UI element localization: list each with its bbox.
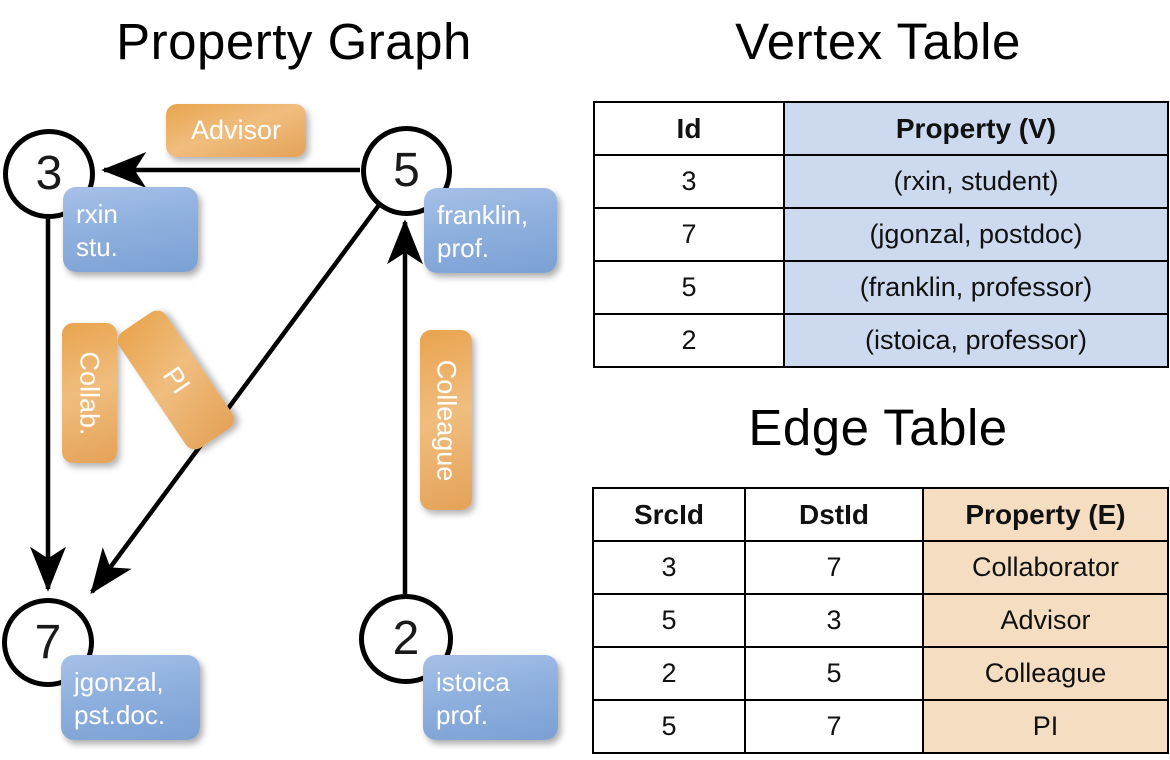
- edge-label-collab: Collab.: [75, 350, 106, 436]
- vertex-property-box-2[interactable]: istoica prof.: [423, 655, 558, 740]
- edge-property-box-collab[interactable]: Collab.: [62, 323, 117, 463]
- edge-arrow-pi: [90, 199, 384, 595]
- table-row[interactable]: 5 7 PI: [592, 699, 1169, 754]
- vertex-table-header-row: Id Property (V): [593, 101, 1169, 156]
- edge-cell-property: Colleague: [922, 646, 1169, 701]
- vertex-table-header-id: Id: [593, 101, 785, 156]
- vertex-cell-id: 3: [593, 154, 785, 209]
- page-title-edge-table: Edge Table: [748, 399, 1008, 456]
- vertex-cell-property: (franklin, professor): [783, 260, 1169, 315]
- edge-cell-dstid: 5: [744, 646, 924, 701]
- vertex-cell-id: 2: [593, 313, 785, 368]
- table-row[interactable]: 5 3 Advisor: [592, 593, 1169, 648]
- table-row[interactable]: 5 (franklin, professor): [593, 260, 1169, 315]
- graph-node-2-id: 2: [392, 612, 420, 665]
- vertex-cell-id: 5: [593, 260, 785, 315]
- table-row[interactable]: 2 5 Colleague: [592, 646, 1169, 701]
- page-title-property-graph: Property Graph: [116, 13, 472, 70]
- table-row[interactable]: 7 (jgonzal, postdoc): [593, 207, 1169, 262]
- edge-cell-srcid: 5: [592, 699, 746, 754]
- vertex-table-header-property: Property (V): [783, 101, 1169, 156]
- graph-edges-svg: [30, 152, 423, 595]
- vertex-table: Id Property (V) 3 (rxin, student) 7 (jgo…: [593, 101, 1169, 368]
- property-graph-diagram: 3 5 7 2 rxin stu. franklin, prof. jgonza…: [2, 104, 558, 740]
- edge-cell-srcid: 5: [592, 593, 746, 648]
- edge-table-header-srcid: SrcId: [592, 487, 746, 542]
- edge-property-box-colleague[interactable]: Colleague: [420, 330, 472, 510]
- graph-node-3-id: 3: [35, 147, 63, 200]
- graph-node-5-id: 5: [393, 144, 420, 197]
- edge-cell-dstid: 7: [744, 540, 924, 595]
- edge-table-header-property: Property (E): [922, 487, 1169, 542]
- page-title-vertex-table: Vertex Table: [735, 13, 1021, 70]
- graph-node-2[interactable]: 2: [359, 594, 453, 684]
- vertex-property-box-3[interactable]: rxin stu.: [63, 187, 198, 272]
- table-row[interactable]: 3 7 Collaborator: [592, 540, 1169, 595]
- edge-cell-srcid: 3: [592, 540, 746, 595]
- edge-cell-property: Advisor: [922, 593, 1169, 648]
- table-row[interactable]: 3 (rxin, student): [593, 154, 1169, 209]
- vertex-cell-property: (jgonzal, postdoc): [783, 207, 1169, 262]
- edge-label-advisor: Advisor: [190, 115, 282, 145]
- edge-cell-dstid: 3: [744, 593, 924, 648]
- edge-cell-srcid: 2: [592, 646, 746, 701]
- table-row[interactable]: 2 (istoica, professor): [593, 313, 1169, 368]
- vertex-cell-id: 7: [593, 207, 785, 262]
- vertex-property-box-5[interactable]: franklin, prof.: [424, 188, 557, 273]
- edge-label-colleague: Colleague: [431, 359, 462, 481]
- vertex-cell-property: (rxin, student): [783, 154, 1169, 209]
- vertex-property-box-7[interactable]: jgonzal, pst.doc.: [61, 655, 200, 740]
- edge-cell-property: Collaborator: [922, 540, 1169, 595]
- edge-table-header-row: SrcId DstId Property (E): [592, 487, 1169, 542]
- edge-table-header-dstid: DstId: [744, 487, 924, 542]
- graph-node-5[interactable]: 5: [361, 126, 452, 216]
- graph-node-7-id: 7: [34, 615, 62, 669]
- edge-cell-property: PI: [922, 699, 1169, 754]
- edge-table: SrcId DstId Property (E) 3 7 Collaborato…: [592, 487, 1169, 754]
- edge-property-box-advisor[interactable]: Advisor: [166, 104, 306, 157]
- vertex-cell-property: (istoica, professor): [783, 313, 1169, 368]
- edge-label-pi: PI: [156, 360, 196, 399]
- edge-cell-dstid: 7: [744, 699, 924, 754]
